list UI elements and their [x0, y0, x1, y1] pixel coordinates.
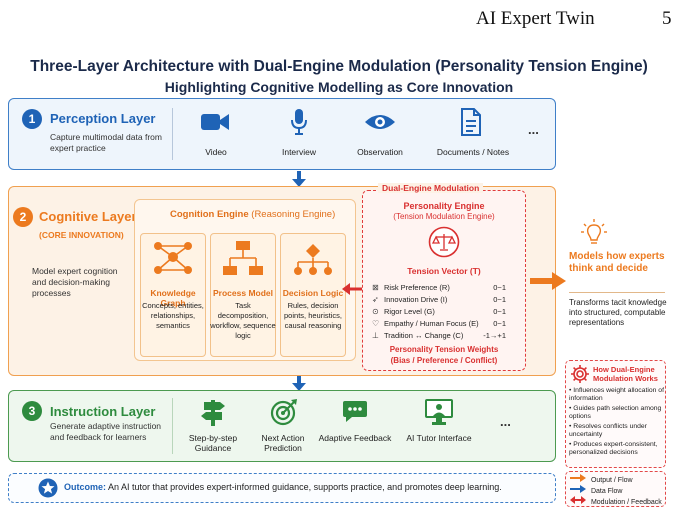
models-headline: Models how experts think and decide: [569, 251, 665, 274]
tension-row-innovation: ➶Innovation Drive (I)0~1: [372, 295, 506, 304]
perception-item-observation: Observation: [357, 147, 403, 157]
gear-icon: [571, 365, 589, 383]
network-graph-icon: [154, 242, 192, 274]
instruction-title: Instruction Layer: [50, 404, 156, 419]
how-it-works-box: [565, 360, 666, 468]
heart-icon: ♡: [372, 319, 380, 328]
instruction-description: Generate adaptive instruction and feedba…: [50, 421, 162, 442]
decision-tree-icon: [294, 244, 332, 275]
lightbulb-icon: [581, 219, 607, 244]
outcome-line: Outcome: An AI tutor that provides exper…: [64, 482, 502, 492]
perception-title: Perception Layer: [50, 111, 156, 126]
perception-more: ...: [528, 122, 539, 137]
process-model-title: Process Model: [213, 288, 273, 298]
personality-engine-subtitle: (Tension Modulation Engine): [393, 212, 495, 221]
instruction-separator: [172, 398, 173, 454]
blue-arrow-icon: [570, 485, 586, 493]
cognitive-number-badge: 2: [13, 207, 33, 227]
cognitive-core-innovation: (CORE INNOVATION): [39, 230, 124, 240]
outcome-text: An AI tutor that provides expert-informe…: [108, 482, 502, 492]
knowledge-graph-text: Concepts, entities, relationships, seman…: [142, 301, 204, 330]
tension-row-empathy: ♡Empathy / Human Focus (E)0~1: [372, 319, 506, 328]
flow-arrow-down-icon: [292, 376, 306, 391]
running-head-page: 5: [662, 8, 672, 29]
decision-logic-text: Rules, decision points, heuristics, caus…: [284, 301, 342, 330]
flow-arrow-down-icon: [292, 171, 306, 187]
tension-row-tradition: ⊥Tradition ↔ Change (C)-1→+1: [372, 331, 506, 340]
signpost-icon: [201, 400, 225, 426]
how-bullet: • Guides path selection among options: [569, 405, 662, 420]
cognitive-description: Model expert cognition and decision-maki…: [32, 266, 118, 298]
perception-item-interview: Interview: [281, 147, 316, 157]
perception-item-video: Video: [205, 147, 227, 157]
flowchart-icon: [223, 241, 263, 275]
how-it-works-list: • Influences weight allocation of inform…: [569, 387, 664, 457]
legend-item-modulation: Modulation / Feedback: [570, 496, 662, 507]
balance-scale-icon: [428, 226, 460, 258]
how-bullet: • Resolves conflicts under uncertainty: [569, 423, 647, 438]
instruction-item-feedback: Adaptive Feedback: [318, 433, 392, 443]
eye-icon: [365, 115, 395, 129]
tension-vector-title: Tension Vector (T): [407, 266, 481, 276]
target-small-icon: ⊙: [372, 307, 379, 316]
tension-weights-title: Personality Tension Weights: [389, 345, 499, 354]
running-head-title: AI Expert Twin: [476, 8, 595, 29]
process-model-text: Task decomposition, workflow, sequence l…: [210, 301, 276, 340]
instruction-item-guidance: Step-by-step Guidance: [188, 433, 238, 453]
cognition-engine-title: Cognition Engine (Reasoning Engine): [170, 209, 336, 220]
legend-item-output: Output / Flow: [570, 474, 662, 485]
personality-engine-title: Personality Engine: [403, 201, 485, 211]
microphone-icon: [291, 109, 307, 135]
instruction-item-tutor: AI Tutor Interface: [406, 433, 472, 443]
document-icon: [461, 108, 481, 136]
instruction-more: ...: [500, 414, 511, 429]
perception-item-documents: Documents / Notes: [436, 147, 510, 157]
orange-arrow-icon: [570, 474, 586, 482]
tension-weights-subtitle: (Bias / Preference / Conflict): [390, 356, 498, 365]
models-text: Transforms tacit knowledge into structur…: [569, 298, 667, 327]
perception-separator: [172, 108, 173, 160]
target-icon: [270, 399, 297, 426]
red-double-arrow-icon: [570, 496, 586, 504]
knowledge-graph-title: Knowledge Graph: [150, 288, 196, 308]
how-bullet: • Influences weight allocation of inform…: [569, 387, 664, 402]
how-bullet: • Produces expert-consistent, personaliz…: [569, 441, 658, 456]
video-camera-icon: [201, 114, 229, 130]
legend-item-data: Data Flow: [570, 485, 662, 496]
tension-row-rigor: ⊙Rigor Level (G)0~1: [372, 307, 506, 316]
decision-logic-title: Decision Logic: [282, 288, 344, 298]
perception-description: Capture multimodal data from expert prac…: [50, 132, 162, 153]
risk-icon: ⊠: [372, 283, 379, 292]
tradition-icon: ⊥: [372, 331, 379, 340]
instruction-number-badge: 3: [22, 401, 42, 421]
rocket-icon: ➶: [372, 295, 379, 304]
how-it-works-title: How Dual-Engine Modulation Works: [593, 365, 658, 383]
star-badge-icon: [38, 478, 58, 498]
diagram-subtitle: Highlighting Cognitive Modelling as Core…: [164, 79, 514, 95]
perception-number-badge: 1: [22, 109, 42, 129]
legend-list: Output / Flow Data Flow Modulation / Fee…: [570, 474, 662, 507]
output-arrow-right-icon: [530, 272, 566, 290]
outcome-label: Outcome:: [64, 482, 107, 492]
chat-bubble-icon: [343, 401, 367, 422]
diagram-title: Three-Layer Architecture with Dual-Engin…: [30, 58, 648, 75]
outcome-box: [8, 473, 556, 503]
tension-row-risk: ⊠Risk Preference (R)0~1: [372, 283, 506, 292]
instruction-item-next-action: Next Action Prediction: [261, 433, 305, 453]
tutor-monitor-icon: [425, 399, 453, 425]
models-divider: [569, 292, 665, 293]
dual-engine-label: Dual-Engine Modulation: [378, 183, 484, 193]
personality-engine-box: [362, 190, 526, 371]
cognitive-title: Cognitive Layer: [39, 209, 137, 224]
